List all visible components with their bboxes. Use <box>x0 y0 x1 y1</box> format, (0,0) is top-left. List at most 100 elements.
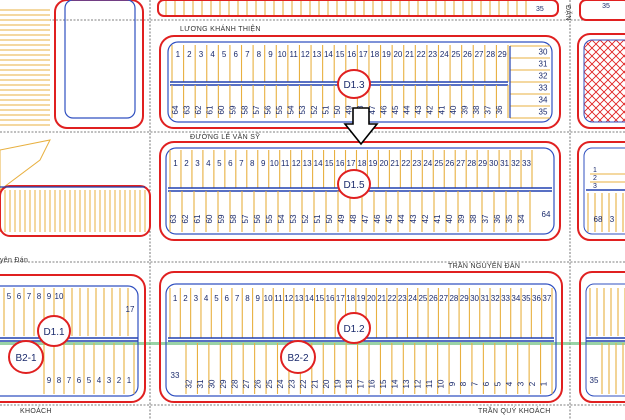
lot-number: 4 <box>505 381 514 386</box>
lot-number: 14 <box>324 50 333 59</box>
lot-number: 33 <box>539 83 548 92</box>
label-d13[interactable]: D1.3 <box>337 69 371 99</box>
lot-number: 12 <box>284 294 293 303</box>
lot-number: 48 <box>349 214 358 223</box>
lot-number: 6 <box>225 294 230 303</box>
lot-number: 11 <box>281 159 290 168</box>
right-top-inner <box>583 39 625 123</box>
lot-number: 24 <box>440 50 449 59</box>
lot-number: 18 <box>346 294 355 303</box>
lot-number: 17 <box>126 305 135 314</box>
lot-number: 45 <box>385 214 394 223</box>
lot-number: 33 <box>171 371 180 380</box>
right-bottom-block <box>579 271 625 403</box>
label-d11-text: D1.1 <box>43 327 65 338</box>
lot-number: 3 <box>199 50 204 59</box>
lot-number: 53 <box>298 105 307 114</box>
lot-number: 16 <box>336 159 345 168</box>
lot-number: 14 <box>391 379 400 388</box>
lot-number: 4 <box>206 159 211 168</box>
lot-number: 7 <box>245 50 250 59</box>
lot-number: 25 <box>418 294 427 303</box>
wedge-outline <box>0 139 51 191</box>
lot-number: 7 <box>27 292 32 301</box>
label-d11[interactable]: D1.1 <box>37 315 71 347</box>
right-top-crosshatch <box>584 40 625 122</box>
lot-number: 18 <box>345 379 354 388</box>
lot-number: 8 <box>245 294 250 303</box>
lot-number: 49 <box>337 214 346 223</box>
lot-number: 54 <box>277 214 286 223</box>
lot-number: 1 <box>173 294 178 303</box>
lot-number: 35 <box>522 294 531 303</box>
lot-number: 9 <box>261 159 266 168</box>
lot-number: 31 <box>480 294 489 303</box>
lot-number: 1 <box>127 376 132 385</box>
lot-number: 62 <box>194 105 203 114</box>
lot-number: 6 <box>482 381 491 386</box>
lot-number: 37 <box>481 214 490 223</box>
lot-number: 51 <box>313 214 322 223</box>
lot-number: 39 <box>457 214 466 223</box>
lot-number: 22 <box>388 294 397 303</box>
lot-number: 26 <box>463 50 472 59</box>
lot-number: 44 <box>397 214 406 223</box>
lot-number: 1 <box>539 381 548 386</box>
lot-number: 23 <box>398 294 407 303</box>
label-b21[interactable]: B2-1 <box>8 340 44 374</box>
label-b22[interactable]: B2-2 <box>280 340 316 374</box>
lot-number: 27 <box>439 294 448 303</box>
lot-number: 15 <box>325 159 334 168</box>
top-left-inner <box>64 0 136 119</box>
lot-number: 7 <box>235 294 240 303</box>
lot-number: 8 <box>57 376 62 385</box>
left-parcel-hatch <box>0 9 151 237</box>
lot-number: 33 <box>522 159 531 168</box>
label-d15[interactable]: D1.5 <box>337 169 371 199</box>
lot-number: 2 <box>187 50 192 59</box>
lot-number: 23 <box>428 50 437 59</box>
lot-number: 63 <box>169 214 178 223</box>
lot-number: 8 <box>37 292 42 301</box>
top-row-lots <box>165 1 527 15</box>
lot-number: 28 <box>230 379 239 388</box>
lot-number: 16 <box>368 379 377 388</box>
lot-number: 20 <box>393 50 402 59</box>
lot-number: 4 <box>204 294 209 303</box>
lot-number: 56 <box>253 214 262 223</box>
lot-number: 13 <box>402 379 411 388</box>
lot-number: 9 <box>47 292 52 301</box>
lot-number: 18 <box>358 159 367 168</box>
street-luong-khanh-thien: LƯƠNG KHÁNH THIỆN <box>180 24 261 33</box>
lot-number: 4 <box>210 50 215 59</box>
lot-number: 3 <box>610 215 615 224</box>
label-d15-text: D1.5 <box>343 180 365 191</box>
right-mid-inner <box>583 147 625 235</box>
lot-number: 9 <box>448 381 457 386</box>
lot-number: 68 <box>594 215 603 224</box>
lot-number: 5 <box>7 292 12 301</box>
lot-number: 46 <box>373 214 382 223</box>
lot-number: 53 <box>289 214 298 223</box>
lot-number: 1 <box>593 167 597 174</box>
label-d12[interactable]: D1.2 <box>337 312 371 344</box>
lot-number: 46 <box>379 105 388 114</box>
lot-number: 9 <box>256 294 261 303</box>
lot-number: 30 <box>489 159 498 168</box>
lot-number: 5 <box>494 381 503 386</box>
lot-number: 26 <box>429 294 438 303</box>
lot-number: 30 <box>470 294 479 303</box>
lot-number: 21 <box>311 379 320 388</box>
lot-number: 15 <box>336 50 345 59</box>
lot-number: 35 <box>590 376 599 385</box>
lot-number: 3 <box>107 376 112 385</box>
lot-number: 29 <box>219 379 228 388</box>
lot-number: 2 <box>528 381 537 386</box>
label-b21-text: B2-1 <box>15 353 37 364</box>
lot-number: 7 <box>239 159 244 168</box>
lot-number: 54 <box>287 105 296 114</box>
